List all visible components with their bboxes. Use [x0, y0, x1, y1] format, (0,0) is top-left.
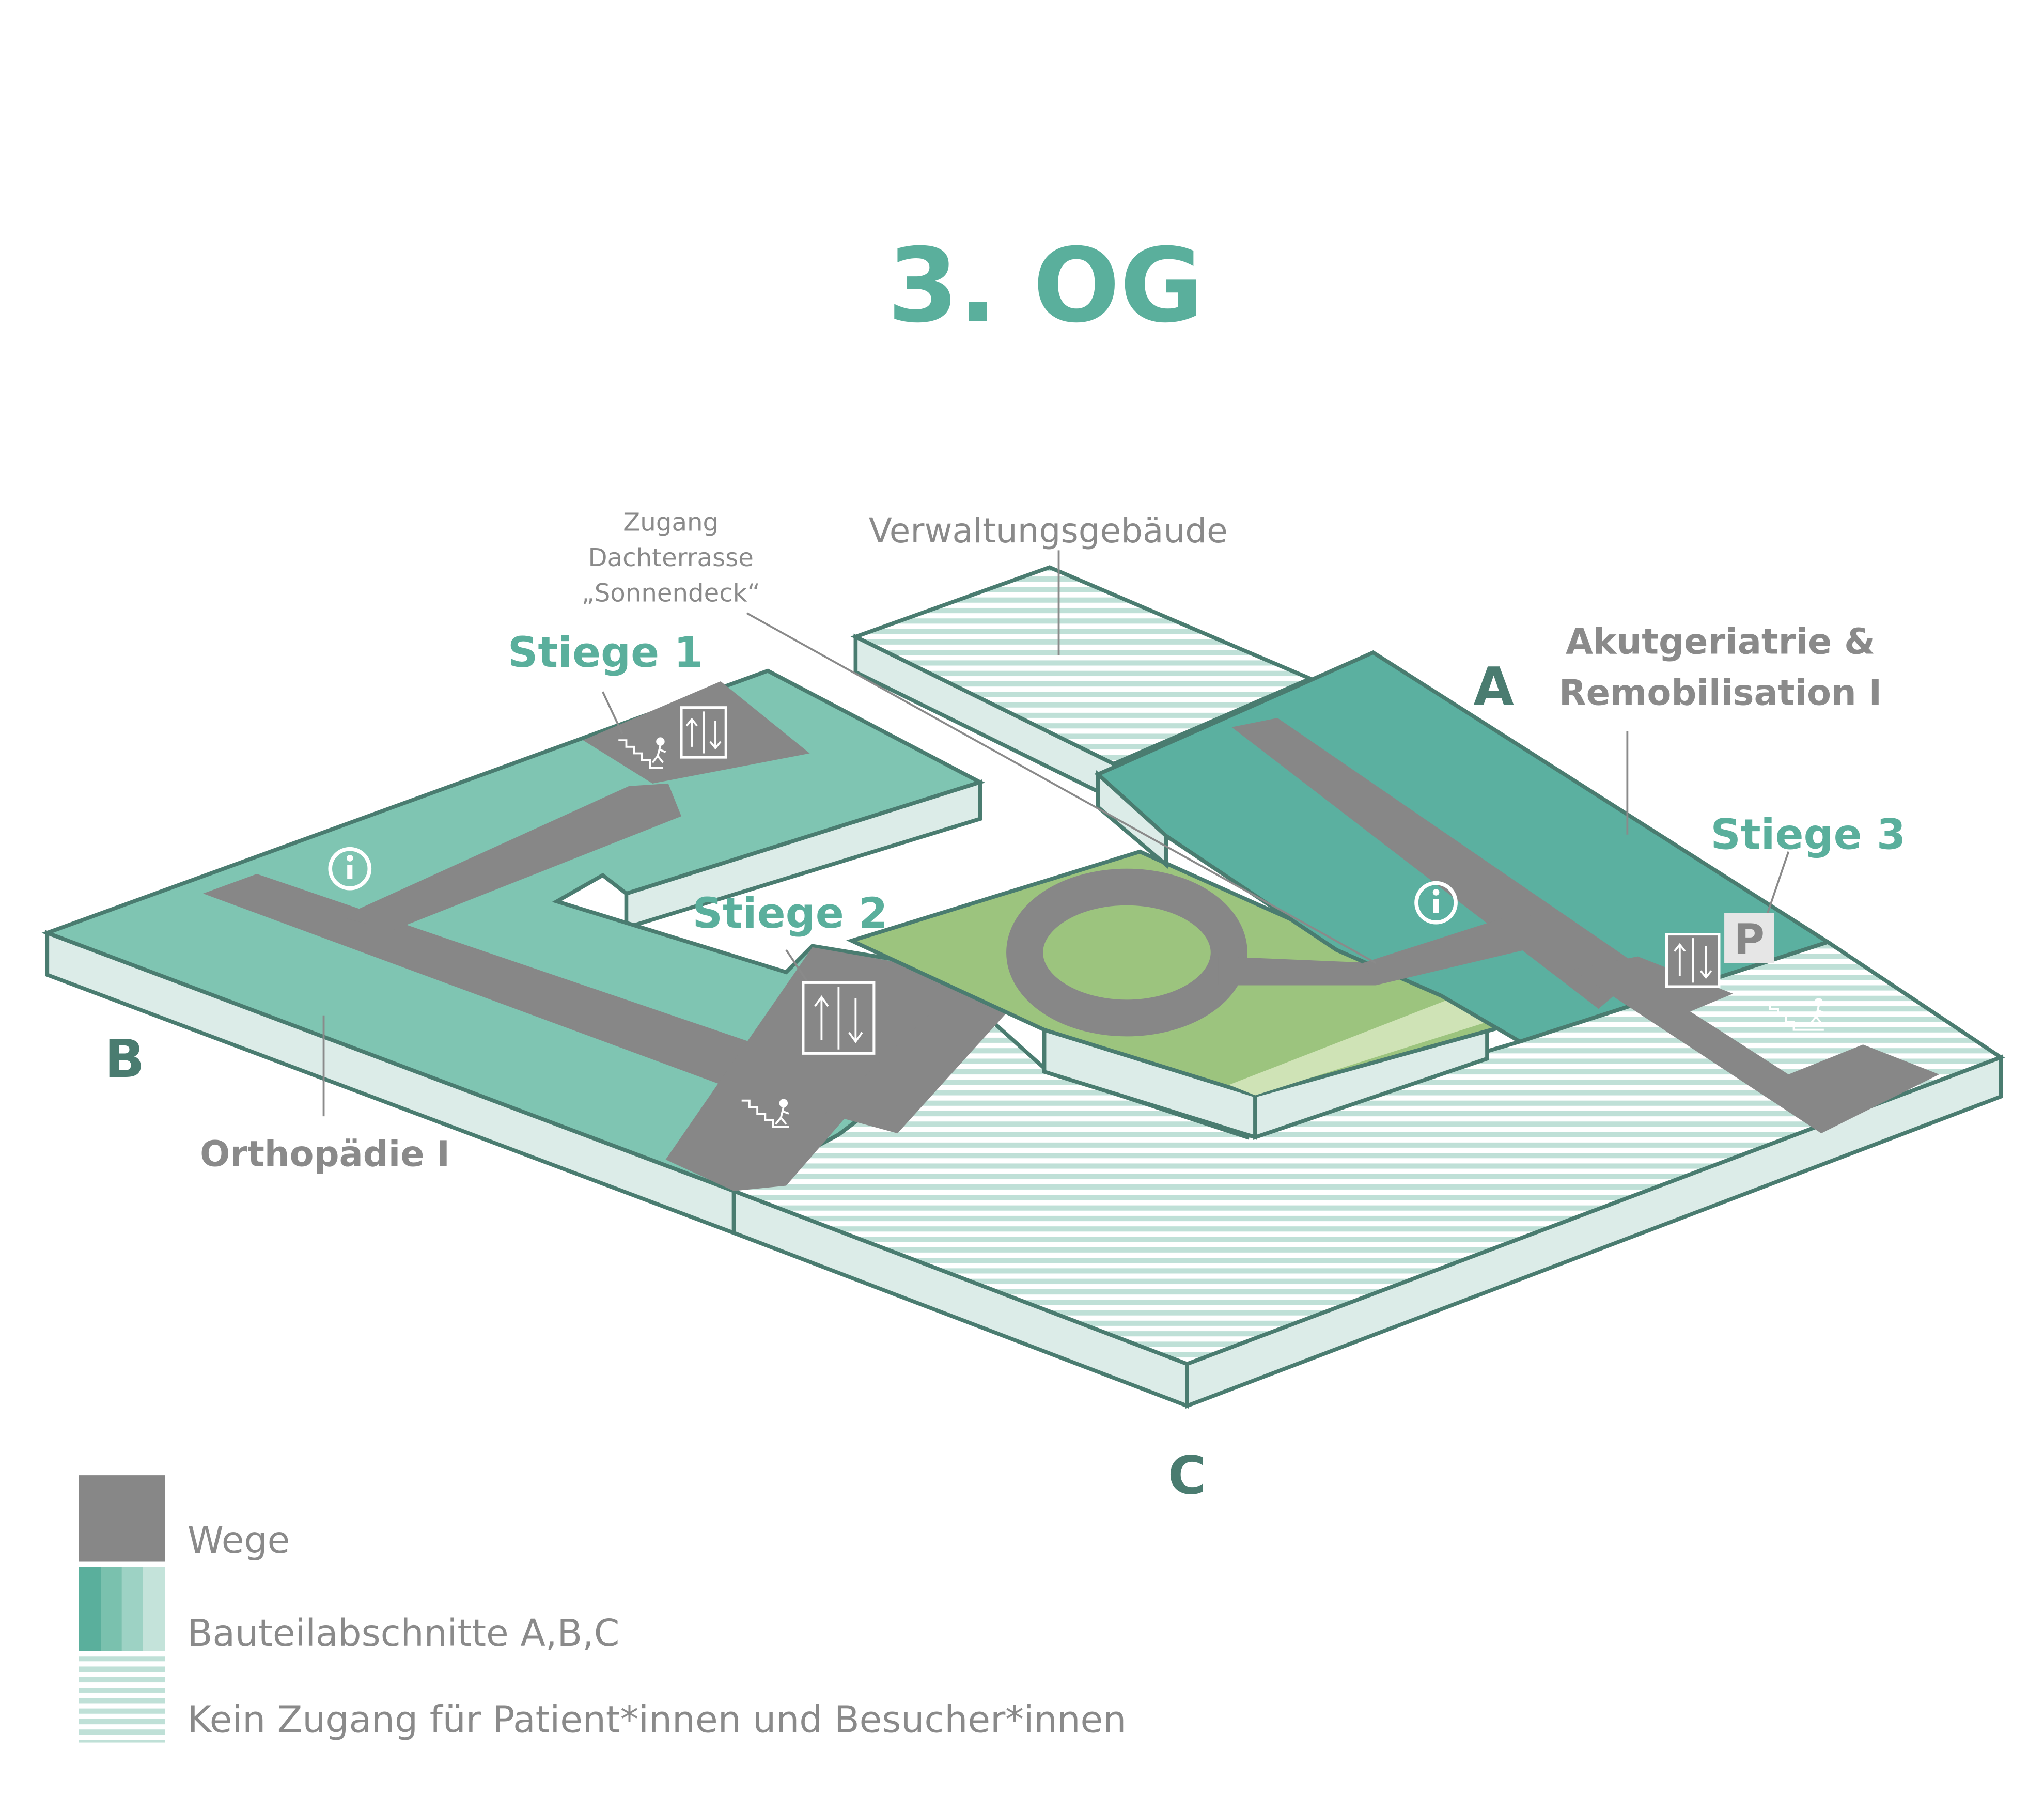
wing-b-slab — [41, 668, 1026, 1236]
parking-icon: P — [1724, 913, 1774, 964]
parking-label: P — [1734, 916, 1765, 964]
elevator-icon — [680, 706, 727, 759]
stairs-icon — [1762, 998, 1824, 1031]
legend-label-striped: Kein Zugang für Patient*innen und Besuch… — [188, 1698, 1127, 1741]
leader-stiege2 — [785, 949, 811, 986]
stiege3-label: Stiege 3 — [1710, 811, 1906, 860]
wing-a-letter: A — [1473, 657, 1514, 717]
wing-c-letter: C — [1168, 1445, 1206, 1506]
leader-zugang — [746, 612, 1377, 964]
elevator-icon — [802, 981, 876, 1055]
wing-b-ramp — [825, 976, 1022, 1134]
stiege1-label: Stiege 1 — [508, 629, 703, 677]
legend-swatch-wings — [79, 1567, 165, 1651]
courtyard-light-strip — [1229, 993, 1487, 1096]
legend-swatch-striped — [79, 1656, 165, 1743]
elevator-icon — [1665, 932, 1721, 988]
wing-b-path-stiege2 — [665, 947, 970, 1191]
verwaltung-label: Verwaltungsgebäude — [869, 511, 1228, 551]
courtyard-path-ring — [1006, 868, 1247, 1037]
courtyard-path-link — [1218, 956, 1376, 986]
zugang-label-line1: Zugang — [623, 508, 719, 537]
akut-label-line1: Akutgeriatrie & — [1566, 621, 1875, 663]
info-icon — [1414, 881, 1458, 925]
wing-b-path-main — [203, 873, 800, 1097]
courtyard-sonnendeck — [846, 849, 1526, 1141]
leader-lines — [322, 550, 1790, 1117]
legend-swatch-wege — [79, 1475, 165, 1562]
akut-label-line2: Remobilisation I — [1559, 673, 1882, 714]
courtyard-lawn — [846, 849, 1526, 1098]
leader-stiege1 — [602, 691, 623, 735]
wing-b-letter: B — [104, 1028, 144, 1089]
floor-title: 3. OG — [887, 226, 1204, 345]
stairs-icon — [741, 1099, 789, 1128]
legend-label-wings: Bauteilabschnitte A,B,C — [188, 1612, 620, 1654]
zugang-label-line2: Dachterrasse — [588, 543, 754, 572]
wing-a-stair-area — [1690, 976, 1887, 1074]
legend: Wege Bauteilabschnitte A,B,C Kein Zugang… — [79, 1475, 1127, 1743]
zugang-label-line3: „Sonnendeck“ — [582, 579, 760, 607]
leader-stiege3 — [1765, 851, 1790, 918]
wing-b-path-cross — [340, 783, 682, 930]
legend-label-wege: Wege — [188, 1519, 290, 1561]
stiege2-label: Stiege 2 — [693, 889, 888, 938]
info-icon — [328, 847, 372, 891]
ortho-label: Orthopädie I — [200, 1133, 450, 1175]
stairs-icon — [618, 737, 666, 769]
wing-a-slab — [1094, 650, 1940, 1134]
wing-a-path-info — [1362, 910, 1553, 986]
